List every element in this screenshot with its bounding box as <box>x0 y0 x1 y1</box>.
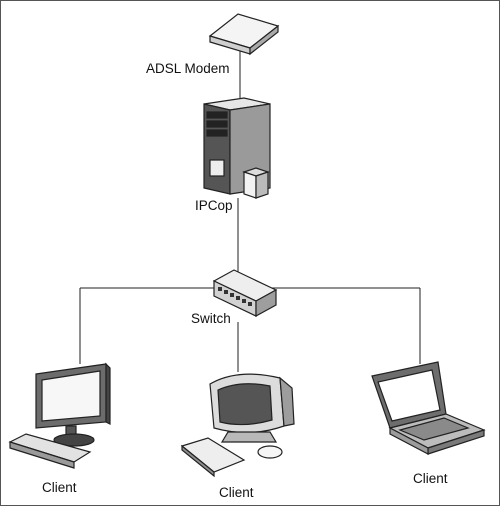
connection-lines <box>79 44 421 372</box>
client-right-label: Client <box>413 471 448 486</box>
client-center-label: Client <box>219 485 254 500</box>
switch-label: Switch <box>191 311 231 326</box>
lcd-desktop-icon <box>8 362 111 469</box>
server-tower-icon <box>203 97 271 199</box>
modem-label: ADSL Modem <box>146 61 230 76</box>
ipcop-label: IPCop <box>195 198 233 213</box>
network-switch-icon <box>212 269 278 318</box>
client-left-label: Client <box>42 480 77 495</box>
crt-desktop-icon <box>180 373 295 478</box>
adsl-modem-icon <box>208 13 280 56</box>
laptop-icon <box>371 361 486 455</box>
